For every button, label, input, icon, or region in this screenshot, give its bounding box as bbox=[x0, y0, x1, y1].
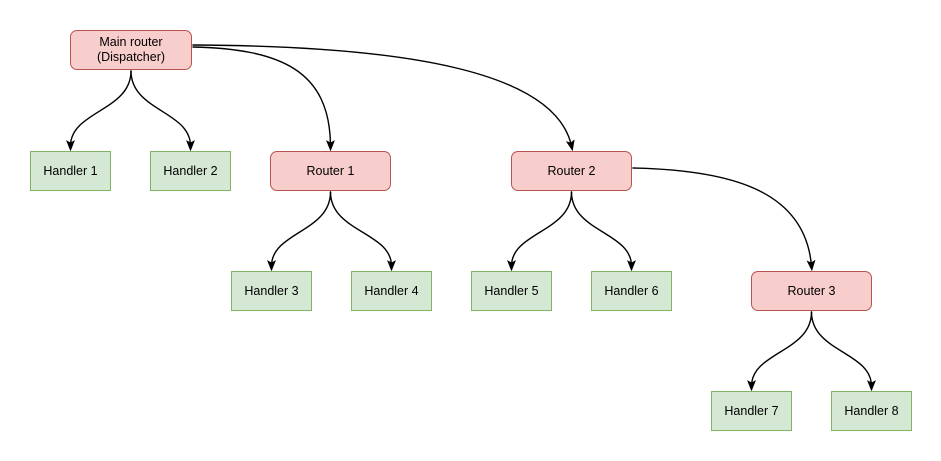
edge-main-to-handler-1 bbox=[66, 70, 132, 152]
node-label-handler-7: Handler 7 bbox=[724, 403, 779, 418]
edge-main-to-handler-2 bbox=[130, 70, 195, 152]
node-router-1[interactable]: Router 1 bbox=[270, 151, 391, 191]
edge-router1-to-handler-3 bbox=[267, 191, 332, 272]
node-handler-7[interactable]: Handler 7 bbox=[711, 391, 792, 431]
node-label-handler-6: Handler 6 bbox=[604, 283, 659, 298]
edge-router2-to-router-3 bbox=[632, 167, 816, 272]
node-main-router[interactable]: Main router (Dispatcher) bbox=[70, 30, 192, 70]
edge-router3-to-handler-8 bbox=[810, 311, 876, 392]
node-label-handler-4: Handler 4 bbox=[364, 283, 419, 298]
node-label-handler-3: Handler 3 bbox=[244, 283, 299, 298]
node-label-handler-1: Handler 1 bbox=[43, 163, 98, 178]
edge-router2-to-handler-6 bbox=[570, 191, 636, 272]
node-label-handler-5: Handler 5 bbox=[484, 283, 539, 298]
node-handler-2[interactable]: Handler 2 bbox=[150, 151, 231, 191]
node-handler-4[interactable]: Handler 4 bbox=[351, 271, 432, 311]
node-label-router-2: Router 2 bbox=[547, 163, 596, 178]
edge-router1-to-handler-4 bbox=[329, 191, 396, 272]
node-router-3[interactable]: Router 3 bbox=[751, 271, 872, 311]
node-handler-5[interactable]: Handler 5 bbox=[471, 271, 552, 311]
node-router-2[interactable]: Router 2 bbox=[511, 151, 632, 191]
node-label-router-3: Router 3 bbox=[787, 283, 836, 298]
node-handler-8[interactable]: Handler 8 bbox=[831, 391, 912, 431]
node-label-handler-8: Handler 8 bbox=[844, 403, 899, 418]
node-handler-3[interactable]: Handler 3 bbox=[231, 271, 312, 311]
edge-router3-to-handler-7 bbox=[747, 311, 813, 392]
edge-main-to-router-1 bbox=[192, 46, 335, 152]
node-handler-6[interactable]: Handler 6 bbox=[591, 271, 672, 311]
node-handler-1[interactable]: Handler 1 bbox=[30, 151, 111, 191]
edges-group bbox=[66, 44, 876, 392]
node-label-handler-2: Handler 2 bbox=[163, 163, 218, 178]
node-label-main-router: Main router (Dispatcher) bbox=[96, 35, 166, 64]
edge-main-to-router-2 bbox=[192, 44, 575, 152]
edge-router2-to-handler-5 bbox=[507, 191, 573, 272]
node-label-router-1: Router 1 bbox=[306, 163, 355, 178]
